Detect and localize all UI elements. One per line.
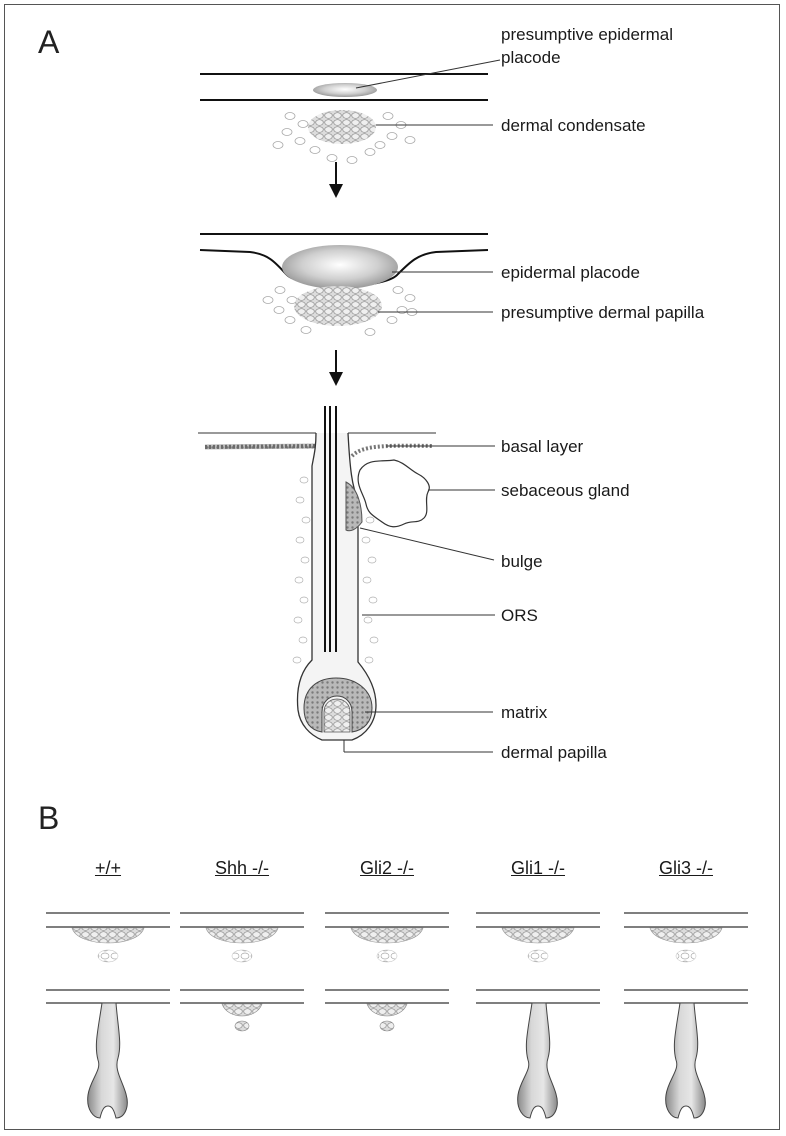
- stage-2: [200, 234, 493, 336]
- label-dermal-condensate: dermal condensate: [501, 115, 646, 136]
- genotype-column: [476, 913, 600, 1118]
- label-sebaceous-gland: sebaceous gland: [501, 480, 630, 501]
- condensate-tail-shape: [98, 950, 118, 962]
- dermal-condensate-shape: [351, 928, 423, 943]
- label-ors: ORS: [501, 605, 538, 626]
- panel-a-letter: A: [38, 24, 59, 61]
- bulge-shape: [346, 482, 362, 531]
- arrested-condensate-shape: [367, 1004, 407, 1016]
- dermal-condensate-shape: [308, 110, 376, 144]
- label-matrix: matrix: [501, 702, 547, 723]
- genotype-column: [180, 913, 304, 1031]
- label-epidermal-placode: epidermal placode: [501, 262, 640, 283]
- genotype-label: Gli2 -/-: [360, 858, 414, 879]
- dermal-papilla-shape: [235, 1021, 249, 1031]
- epidermal-placode-shape: [282, 245, 398, 289]
- genotype-column: [624, 913, 748, 1118]
- dermal-condensate-shape: [206, 928, 278, 943]
- genotype-label: Gli3 -/-: [659, 858, 713, 879]
- stage-1: [200, 60, 500, 164]
- genotype-label: Shh -/-: [215, 858, 269, 879]
- genotype-label: Gli1 -/-: [511, 858, 565, 879]
- genotype-column: [325, 913, 449, 1031]
- label-presumptive-epidermal-placode-line1: presumptive epidermal: [501, 24, 673, 45]
- condensate-tail-shape: [528, 950, 548, 962]
- condensate-tail-shape: [676, 950, 696, 962]
- dermal-condensate-shape: [72, 928, 144, 943]
- hair-follicle-shape: [518, 1003, 558, 1118]
- dermal-papilla-shape: [380, 1021, 394, 1031]
- label-bulge: bulge: [501, 551, 543, 572]
- dermal-condensate-shape: [650, 928, 722, 943]
- presumptive-placode-shape: [313, 83, 377, 97]
- stage-3-follicle: [198, 406, 495, 752]
- arrow-down-icon: [329, 350, 343, 386]
- condensate-tail-shape: [232, 950, 252, 962]
- presumptive-dermal-papilla-shape: [294, 286, 382, 326]
- dermal-condensate-shape: [502, 928, 574, 943]
- label-dermal-papilla: dermal papilla: [501, 742, 607, 763]
- genotype-column: [46, 913, 170, 1118]
- hair-follicle-shape: [666, 1003, 706, 1118]
- panel-b-letter: B: [38, 800, 59, 837]
- label-presumptive-epidermal-placode-line2: placode: [501, 47, 561, 68]
- label-presumptive-dermal-papilla: presumptive dermal papilla: [501, 302, 704, 323]
- genotype-label: +/+: [95, 858, 121, 879]
- dermal-papilla-shape: [324, 699, 350, 732]
- label-basal-layer: basal layer: [501, 436, 583, 457]
- arrested-condensate-shape: [222, 1004, 262, 1016]
- hair-follicle-shape: [88, 1003, 128, 1118]
- panel-b-diagrams: [46, 913, 748, 1118]
- arrow-down-icon: [329, 162, 343, 198]
- condensate-tail-shape: [377, 950, 397, 962]
